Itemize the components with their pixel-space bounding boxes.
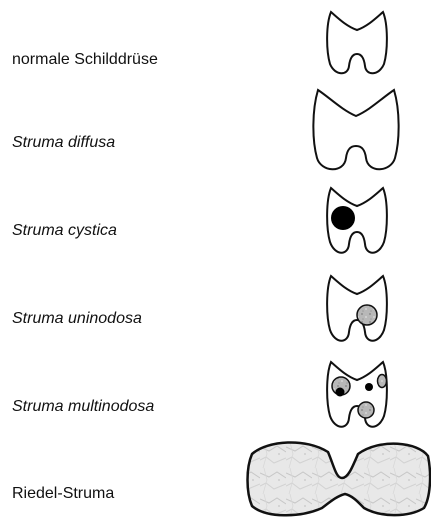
riedel-struma-icon bbox=[248, 442, 431, 515]
nodule-icon bbox=[358, 402, 374, 418]
normal-thyroid-icon bbox=[327, 12, 387, 73]
cyst-icon bbox=[365, 383, 373, 391]
cyst-icon bbox=[336, 388, 345, 397]
nodule-icon bbox=[357, 305, 377, 325]
cystic-goiter-icon bbox=[327, 188, 387, 253]
nodule-icon bbox=[378, 375, 387, 388]
multinodular-goiter-icon bbox=[327, 362, 387, 427]
uninodular-goiter-icon bbox=[327, 276, 387, 341]
diffuse-goiter-icon bbox=[313, 90, 398, 169]
cyst-icon bbox=[331, 206, 355, 230]
